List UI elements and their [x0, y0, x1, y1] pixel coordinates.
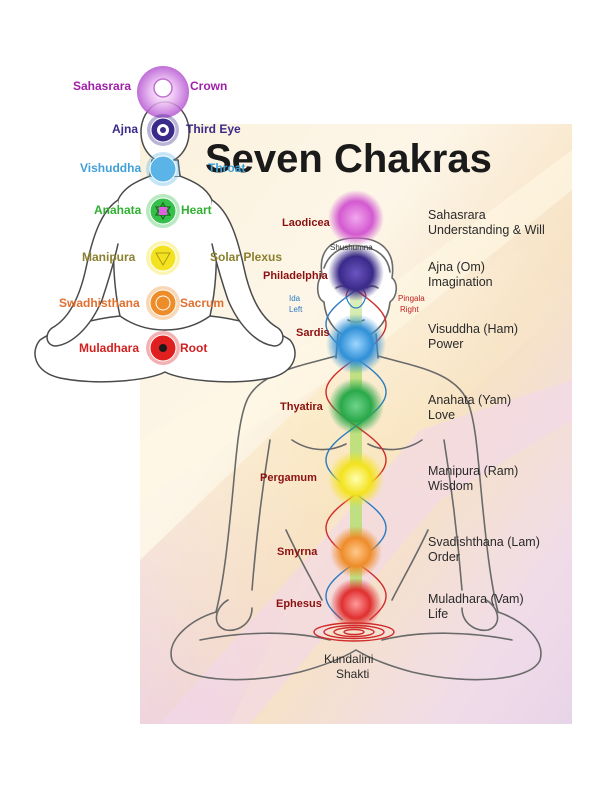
small-right-label-5: Solar Plexus	[210, 250, 282, 264]
ida-label: Ida	[289, 294, 301, 303]
small-left-label-1: Sahasrara	[73, 79, 131, 93]
chakra-name-1: Sahasrara	[428, 208, 486, 222]
small-right-label-7: Root	[180, 341, 207, 355]
kundalini-label: Kundalini	[324, 652, 373, 666]
small-left-label-6: Swadhisthana	[59, 296, 140, 310]
main-chakra-orbs	[326, 190, 386, 630]
church-label-laodicea: Laodicea	[282, 217, 331, 229]
small-right-label-3: Throat	[208, 161, 245, 175]
small-heart-center	[159, 207, 167, 215]
chakra-name-2: Ajna (Om)	[428, 260, 485, 274]
church-label-ephesus: Ephesus	[276, 598, 322, 610]
chakra-meaning-6: Order	[428, 550, 460, 564]
small-chakra-orb-1	[153, 78, 173, 98]
chakra-meaning-7: Life	[428, 607, 448, 621]
pingala-label: Pingala	[398, 294, 425, 303]
small-third-eye-dot	[160, 127, 166, 133]
small-chakra-orb-3	[149, 155, 177, 183]
small-left-label-5: Manipura	[82, 250, 136, 264]
small-chakra-orb-6	[149, 289, 177, 317]
chakra-name-6: Svadishthana (Lam)	[428, 535, 540, 549]
small-manipura-triangle-icon	[155, 252, 171, 266]
chakra-name-3: Visuddha (Ham)	[428, 322, 518, 336]
main-chakra-orb-1	[328, 190, 384, 246]
church-label-pergamum: Pergamum	[260, 472, 317, 484]
small-chakra-orbs	[137, 66, 189, 365]
small-left-label-4: Anahata	[94, 203, 142, 217]
church-label-sardis: Sardis	[296, 327, 330, 339]
church-label-smyrna: Smyrna	[277, 546, 318, 558]
small-root-dot	[159, 344, 167, 352]
small-right-label-4: Heart	[181, 203, 212, 217]
chakra-meaning-5: Wisdom	[428, 479, 473, 493]
small-figure: SahasraraAjnaVishuddhaAnahataManipuraSwa…	[34, 66, 296, 383]
church-labels: LaodiceaPhiladelphiaSardisThyatiraPergam…	[260, 217, 331, 610]
chakra-meaning-1: Understanding & Will	[428, 223, 545, 237]
ida-side-label: Left	[289, 305, 303, 314]
small-left-label-2: Ajna	[112, 122, 138, 136]
small-right-label-2: Third Eye	[186, 122, 241, 136]
small-sacral-ring	[155, 295, 171, 311]
main-chakra-orb-3	[326, 314, 386, 374]
chakra-meaning-2: Imagination	[428, 275, 493, 289]
small-right-label-1: Crown	[190, 79, 227, 93]
main-chakra-orb-6	[330, 526, 382, 578]
main-chakra-orb-4	[328, 378, 384, 434]
small-chakra-orb-5	[149, 244, 177, 272]
chakra-meaning-4: Love	[428, 408, 455, 422]
church-label-philadelphia: Philadelphia	[263, 270, 329, 282]
kundalini-spiral-icon	[313, 622, 395, 642]
small-right-label-6: Sacrum	[180, 296, 224, 310]
main-chakra-orb-2	[328, 245, 384, 301]
small-left-label-7: Muladhara	[79, 341, 139, 355]
small-left-label-3: Vishuddha	[80, 161, 141, 175]
main-chakra-orb-5	[328, 451, 384, 507]
chakra-meaning-3: Power	[428, 337, 463, 351]
diagram-title: Seven Chakras	[205, 137, 492, 181]
church-label-thyatira: Thyatira	[280, 401, 324, 413]
small-left-labels: SahasraraAjnaVishuddhaAnahataManipuraSwa…	[59, 79, 142, 355]
shakti-label: Shakti	[336, 667, 369, 681]
pingala-side-label: Right	[400, 305, 419, 314]
chakra-name-4: Anahata (Yam)	[428, 393, 511, 407]
shushumna-label: Shushumna	[330, 243, 373, 252]
main-chakra-orb-7	[330, 578, 382, 630]
chakra-name-5: Manipura (Ram)	[428, 464, 518, 478]
chakra-name-7: Muladhara (Vam)	[428, 592, 524, 606]
